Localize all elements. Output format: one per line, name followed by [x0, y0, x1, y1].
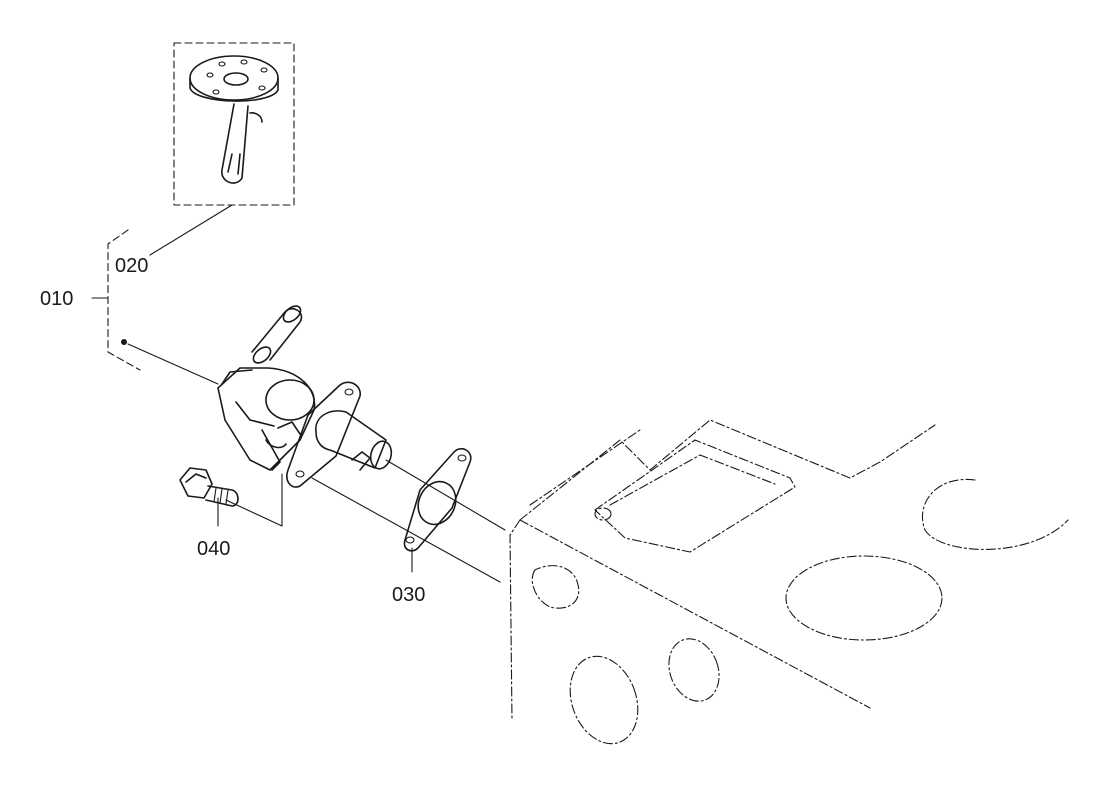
part-030-gasket: [403, 447, 472, 552]
callout-030: 030: [392, 547, 425, 606]
callout-label-030: 030: [392, 584, 425, 606]
callout-label-040: 040: [197, 538, 230, 560]
callout-label-020: 020: [115, 255, 148, 277]
part-010-assembly: [121, 305, 506, 583]
part-040-bolt: [179, 467, 239, 507]
engine-block: [509, 419, 1069, 745]
callout-040: 040: [197, 497, 230, 560]
part-020-insert: [173, 42, 295, 206]
callout-label-010: 010: [40, 288, 73, 310]
callout-020: 020: [115, 204, 233, 277]
group-bracket-010: [91, 229, 141, 371]
callout-010: 010: [40, 288, 73, 310]
